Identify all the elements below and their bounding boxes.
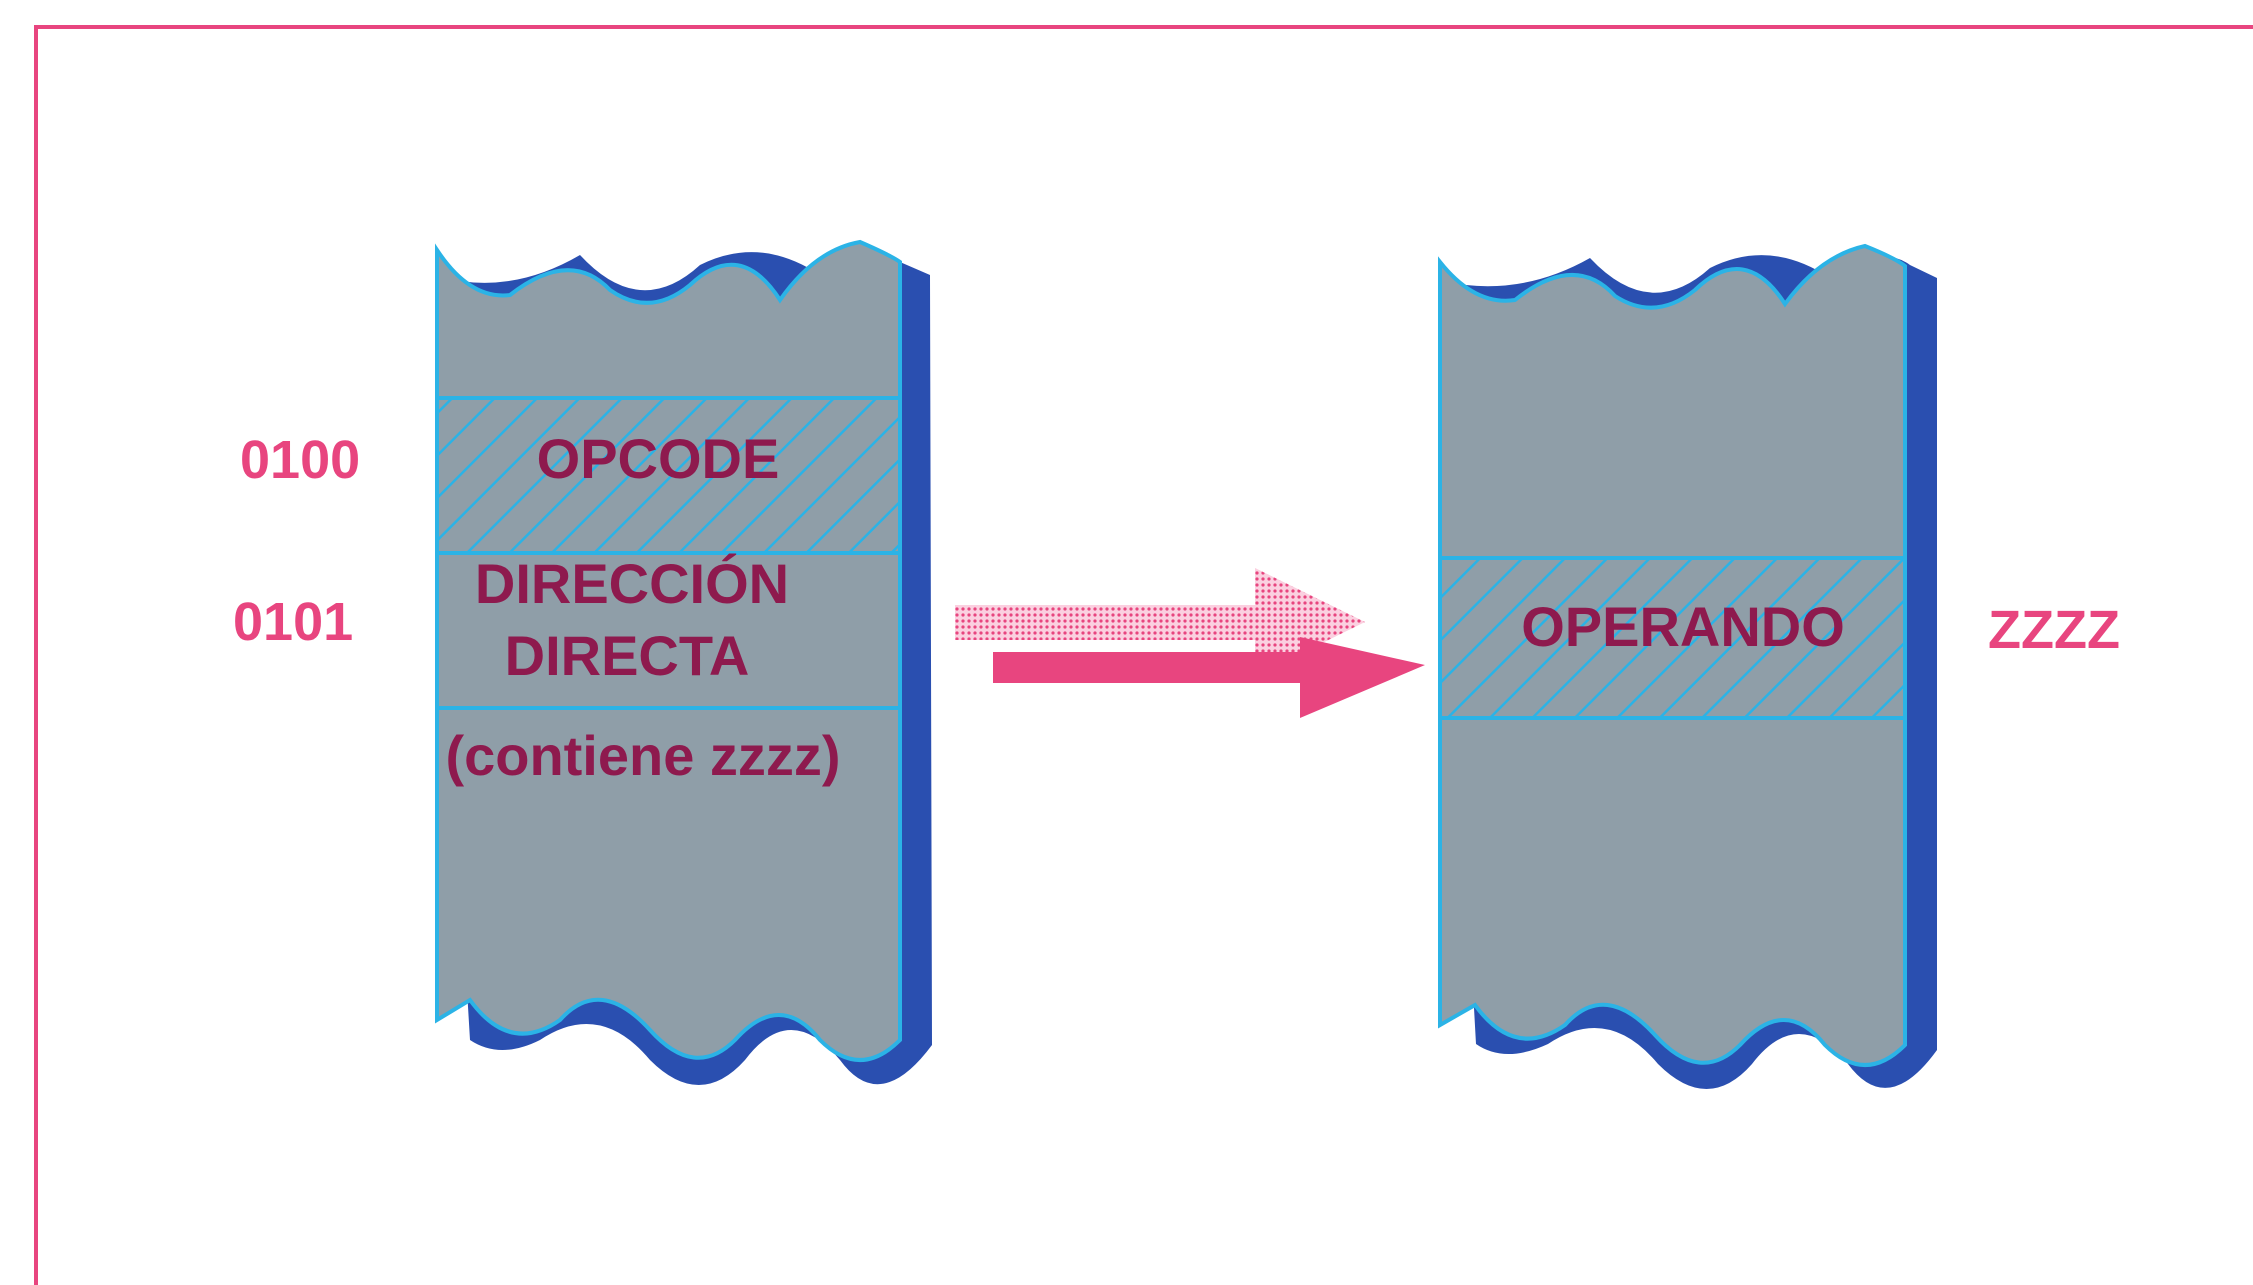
dotted-arrow [955,568,1365,676]
solid-arrow [993,637,1425,718]
opcode-cell [437,398,900,553]
direct-address-line1: DIRECCIÓN [475,552,789,615]
address-opcode: 0100 [240,430,360,490]
opcode-label: OPCODE [537,427,780,490]
operand-label: OPERANDO [1521,595,1845,658]
address-direct: 0101 [233,592,353,652]
left-memory-strip [435,239,932,1086]
operand-address: ZZZZ [1988,600,2120,660]
contains-label: (contiene zzzz) [445,724,840,787]
operand-cell [1440,558,1905,718]
outer-frame [34,25,2253,1285]
right-arrow-icon [955,568,1425,718]
direct-address-line2: DIRECTA [505,624,750,687]
right-memory-strip [1438,243,1937,1090]
